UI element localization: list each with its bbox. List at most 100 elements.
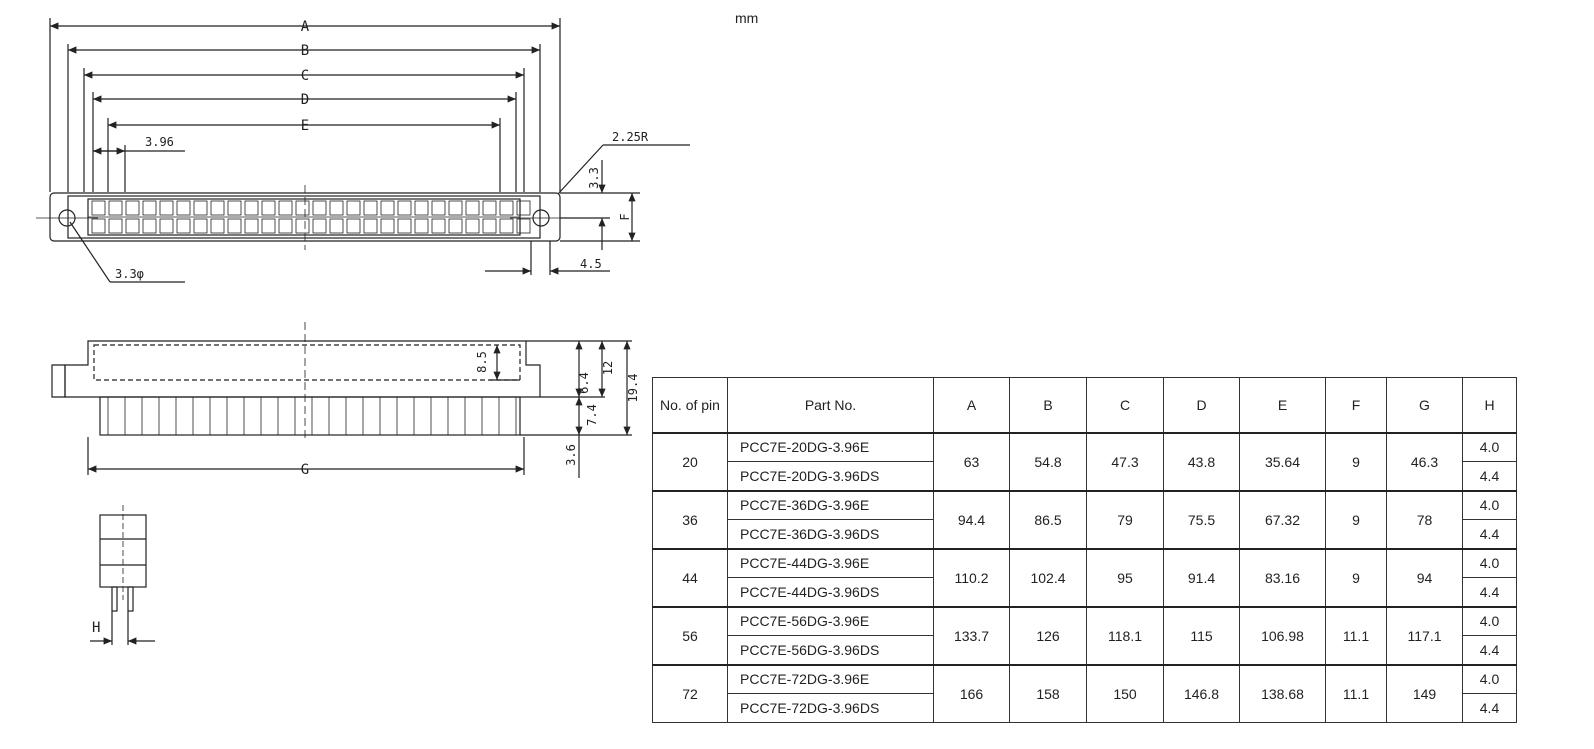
table-cell: PCC7E-36DG-3.96E: [727, 489, 934, 520]
contact-cell: [125, 200, 140, 216]
table-cell: 44: [652, 547, 728, 607]
table-cell: 72: [652, 663, 728, 723]
radius-label: 2.25R: [612, 130, 649, 144]
contact-cell: [380, 218, 395, 234]
contact-cell: [278, 200, 293, 216]
table-cell: 78: [1386, 489, 1463, 549]
table-cell: 86.5: [1009, 489, 1087, 549]
contact-cell: [397, 200, 412, 216]
contact-cell: [346, 200, 361, 216]
contact-cell: [346, 218, 361, 234]
contact-cell: [516, 218, 531, 234]
table-cell: 117.1: [1386, 605, 1463, 665]
contact-cell: [210, 218, 225, 234]
table-cell: PCC7E-20DG-3.96E: [727, 431, 934, 462]
table-cell: PCC7E-56DG-3.96E: [727, 605, 934, 636]
table-cell: 138.68: [1239, 663, 1326, 723]
contact-cell: [227, 200, 242, 216]
header-cell: No. of pin: [652, 377, 728, 433]
contact-cell: [363, 200, 378, 216]
table-cell: PCC7E-44DG-3.96E: [727, 547, 934, 578]
contact-cell: [108, 200, 123, 216]
contact-cell: [142, 218, 157, 234]
table-cell: 95: [1086, 547, 1164, 607]
dim-b-label: B: [301, 43, 309, 59]
dim-g-label: G: [301, 462, 309, 478]
table-cell: 146.8: [1163, 663, 1240, 723]
contact-cell: [312, 200, 327, 216]
dim-74-label: 7.4: [585, 404, 599, 426]
contact-cell: [91, 200, 106, 216]
contact-cell: [244, 200, 259, 216]
top-view: [36, 18, 690, 283]
table-cell: 4.0: [1462, 547, 1517, 578]
table-cell: 75.5: [1163, 489, 1240, 549]
table-cell: PCC7E-72DG-3.96DS: [727, 693, 934, 723]
contact-cell: [499, 200, 514, 216]
contact-cell: [431, 200, 446, 216]
contact-cell: [397, 218, 412, 234]
table-cell: PCC7E-36DG-3.96DS: [727, 519, 934, 549]
dim-f-label: F: [618, 213, 632, 220]
contact-cell: [482, 200, 497, 216]
table-cell: 46.3: [1386, 431, 1463, 491]
contact-cell: [227, 218, 242, 234]
contact-cell: [465, 200, 480, 216]
side-view: [51, 322, 632, 478]
table-cell: 4.0: [1462, 489, 1517, 520]
dim-64-label: 6.4: [577, 372, 591, 394]
table-cell: 43.8: [1163, 431, 1240, 491]
table-cell: 158: [1009, 663, 1087, 723]
contact-cell: [295, 218, 310, 234]
contact-cell: [414, 200, 429, 216]
table-cell: PCC7E-56DG-3.96DS: [727, 635, 934, 665]
contact-cell: [499, 218, 514, 234]
table-cell: 102.4: [1009, 547, 1087, 607]
table-cell: 9: [1325, 547, 1387, 607]
table-cell: 94: [1386, 547, 1463, 607]
table-cell: 150: [1086, 663, 1164, 723]
header-cell: E: [1239, 377, 1326, 433]
table-cell: 67.32: [1239, 489, 1326, 549]
table-cell: 20: [652, 431, 728, 491]
side-view-labels: G 8.5 6.4 12 19.4 7.4 3.6: [301, 351, 640, 478]
contact-cell: [159, 218, 174, 234]
table-cell: PCC7E-44DG-3.96DS: [727, 577, 934, 607]
table-cell: 4.4: [1462, 461, 1517, 491]
contact-cell: [261, 200, 276, 216]
contact-cell: [482, 218, 497, 234]
contact-cell: [380, 200, 395, 216]
table-cell: 133.7: [933, 605, 1010, 665]
contact-cell: [210, 200, 225, 216]
table-cell: 4.0: [1462, 663, 1517, 694]
unit-label: mm: [735, 10, 759, 26]
table-cell: 63: [933, 431, 1010, 491]
table-cell: 4.4: [1462, 693, 1517, 723]
table-cell: 54.8: [1009, 431, 1087, 491]
table-cell: 9: [1325, 431, 1387, 491]
dim-h-label: H: [92, 620, 100, 636]
dim-d-label: D: [301, 92, 309, 108]
dim-12-label: 12: [601, 361, 615, 375]
header-cell: H: [1462, 377, 1517, 433]
table-cell: 4.0: [1462, 605, 1517, 636]
contact-cell: [329, 218, 344, 234]
contact-cell: [363, 218, 378, 234]
header-cell: C: [1086, 377, 1164, 433]
table-cell: 56: [652, 605, 728, 665]
contact-cell: [448, 200, 463, 216]
hole-label: 3.3φ: [115, 267, 144, 281]
table-cell: 166: [933, 663, 1010, 723]
table-cell: 47.3: [1086, 431, 1164, 491]
table-cell: 79: [1086, 489, 1164, 549]
dim-a-label: A: [301, 19, 310, 35]
contact-cell: [176, 200, 191, 216]
contact-cell: [142, 200, 157, 216]
table-cell: PCC7E-72DG-3.96E: [727, 663, 934, 694]
dim-c-label: C: [301, 68, 309, 84]
